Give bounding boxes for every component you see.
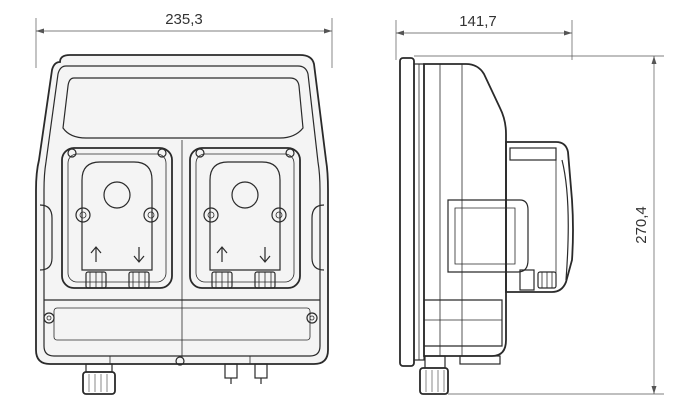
- up-arrow-icon: [216, 246, 228, 262]
- bottom-terminals: [224, 363, 268, 384]
- pump-head-left: [61, 147, 173, 289]
- pump-head-right: [189, 147, 301, 289]
- side-depth-dimension: 141,7: [395, 13, 573, 60]
- cable-gland: [82, 363, 116, 395]
- up-arrow-icon: [90, 246, 102, 262]
- down-arrow-icon: [259, 247, 271, 263]
- side-view: [399, 57, 574, 395]
- front-view: [35, 54, 329, 395]
- front-width-label: 235,3: [165, 11, 203, 28]
- down-arrow-icon: [133, 247, 145, 263]
- height-dimension: 270,4: [414, 55, 664, 395]
- front-width-dimension: 235,3: [35, 11, 333, 68]
- height-label: 270,4: [633, 206, 650, 244]
- side-depth-label: 141,7: [459, 13, 497, 30]
